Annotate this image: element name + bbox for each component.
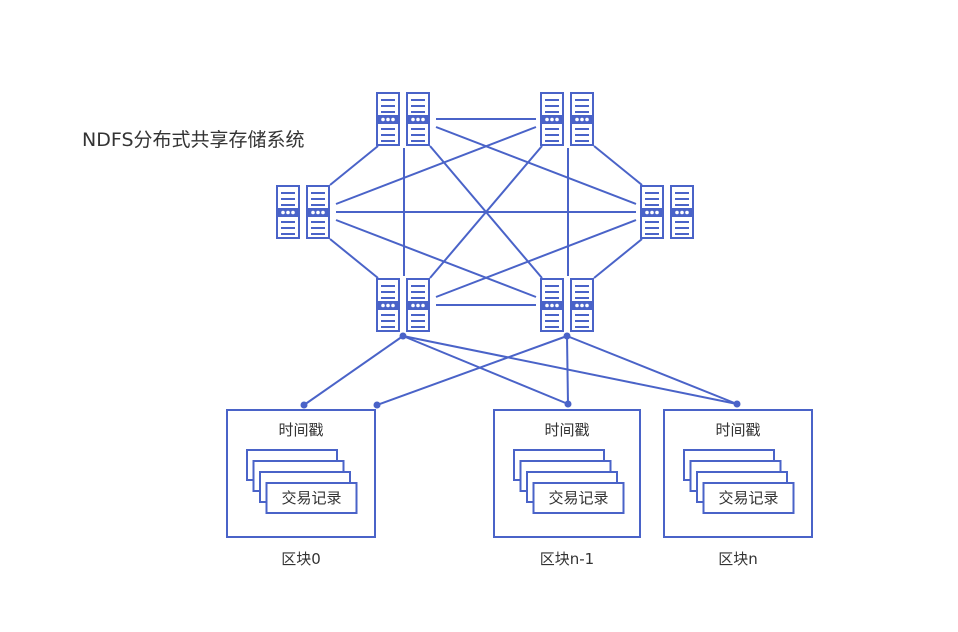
rack-led: [381, 117, 385, 122]
mesh-link: [329, 145, 379, 186]
link-dot: [563, 332, 571, 340]
block-caption: 区块n: [718, 550, 758, 568]
block-link: [303, 335, 404, 406]
server-rack-icon: [540, 278, 594, 332]
server-mid-right: [640, 185, 694, 239]
server-cluster: [276, 92, 694, 332]
rack-led: [316, 210, 320, 215]
timestamp-label: 时间戳: [278, 421, 323, 439]
rack-led: [416, 303, 420, 308]
link-dot: [399, 332, 407, 340]
mesh-link: [593, 145, 643, 186]
rack-led: [685, 210, 689, 215]
mesh-link: [435, 126, 637, 205]
mesh-link: [329, 238, 379, 279]
rack-led: [545, 117, 549, 122]
rack-led: [580, 303, 584, 308]
record-card: [265, 482, 358, 514]
rack-led: [675, 210, 679, 215]
rack-led: [555, 303, 559, 308]
record-card: [702, 482, 795, 514]
rack-led: [411, 117, 415, 122]
diagram-title: NDFS分布式共享存储系统: [82, 129, 305, 151]
network-links: [300, 118, 741, 409]
rack-led: [421, 117, 425, 122]
record-card: [532, 482, 625, 514]
rack-led: [575, 303, 579, 308]
mesh-link: [335, 126, 537, 205]
record-label: 交易记录: [718, 489, 778, 507]
rack-led: [411, 303, 415, 308]
rack-led: [416, 117, 420, 122]
timestamp-label: 时间戳: [715, 421, 760, 439]
block-link: [566, 335, 738, 405]
rack-led: [311, 210, 315, 215]
block-link: [402, 335, 569, 405]
rack-led: [650, 210, 654, 215]
mesh-link: [593, 238, 643, 279]
rack-led: [550, 117, 554, 122]
block-caption: 区块0: [281, 550, 321, 568]
rack-led: [555, 117, 559, 122]
timestamp-label: 时间戳: [544, 421, 589, 439]
rack-led: [545, 303, 549, 308]
rack-led: [580, 117, 584, 122]
link-dot: [300, 401, 308, 409]
server-top-left: [376, 92, 430, 146]
rack-led: [381, 303, 385, 308]
rack-led: [655, 210, 659, 215]
block-caption: 区块n-1: [540, 550, 594, 568]
mesh-link: [435, 219, 637, 298]
server-bottom-left: [376, 278, 430, 332]
rack-led: [386, 303, 390, 308]
link-dot: [564, 400, 572, 408]
server-rack-icon: [276, 185, 330, 239]
rack-led: [281, 210, 285, 215]
block-link: [402, 335, 738, 405]
rack-led: [391, 117, 395, 122]
rack-led: [550, 303, 554, 308]
rack-led: [421, 303, 425, 308]
block-link: [566, 335, 569, 405]
block-link: [376, 335, 568, 406]
rack-led: [321, 210, 325, 215]
server-top-right: [540, 92, 594, 146]
link-dot: [733, 400, 741, 408]
server-bottom-right: [540, 278, 594, 332]
server-mid-left: [276, 185, 330, 239]
server-rack-icon: [640, 185, 694, 239]
rack-led: [585, 117, 589, 122]
rack-led: [391, 303, 395, 308]
rack-led: [291, 210, 295, 215]
server-rack-icon: [376, 278, 430, 332]
record-label: 交易记录: [548, 489, 608, 507]
link-dot: [373, 401, 381, 409]
rack-led: [286, 210, 290, 215]
rack-led: [645, 210, 649, 215]
rack-led: [585, 303, 589, 308]
server-rack-icon: [376, 92, 430, 146]
rack-led: [386, 117, 390, 122]
mesh-link: [335, 219, 537, 298]
record-label: 交易记录: [281, 489, 341, 507]
rack-led: [575, 117, 579, 122]
server-rack-icon: [540, 92, 594, 146]
rack-led: [680, 210, 684, 215]
